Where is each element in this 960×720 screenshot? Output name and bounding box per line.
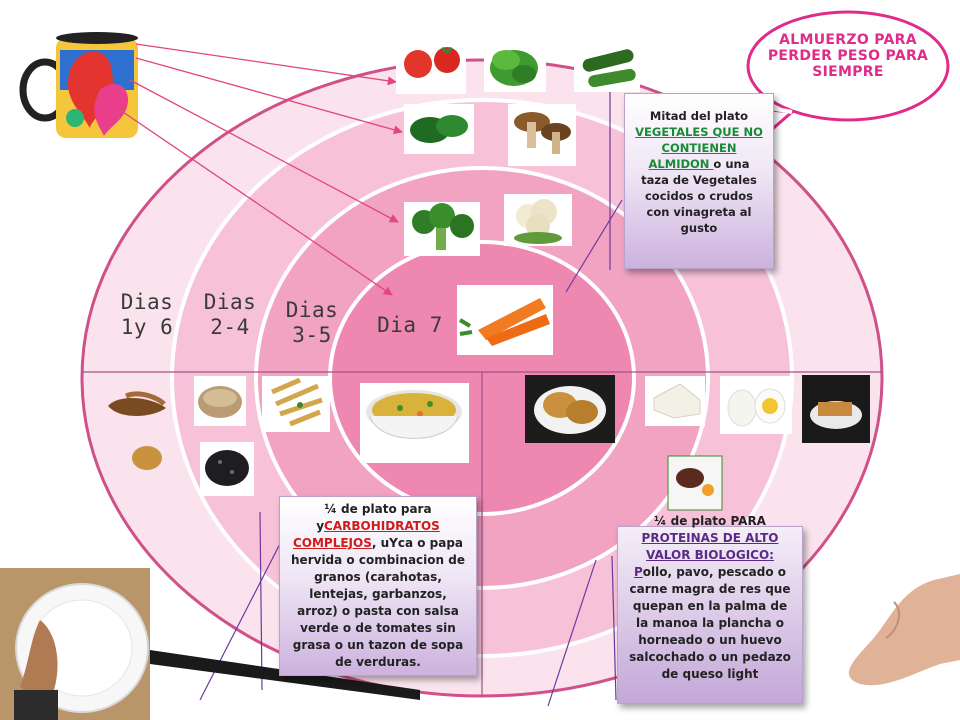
- carrot-icon: [457, 285, 553, 355]
- proteins-note-detail: ollo, pavo, pescado o carne magra de res…: [629, 565, 791, 681]
- callout-title: ALMUERZO PARA PERDER PESO PARA SIEMPRE: [767, 32, 929, 80]
- soup-icon: [360, 383, 469, 463]
- pasta-icon: [262, 376, 330, 432]
- broccoli-icon: [404, 202, 480, 256]
- cheese-icon: [645, 376, 705, 426]
- steak-icon: [667, 455, 723, 511]
- potato-icon: [132, 446, 162, 470]
- ring-label-outer: Dias 1y 6: [120, 290, 174, 339]
- lettuce-icon: [484, 40, 546, 92]
- cauliflower-icon: [504, 194, 572, 246]
- chicken-breast-icon: [525, 375, 615, 443]
- tomato-icon: [396, 44, 466, 94]
- cucumber-icon: [574, 44, 640, 92]
- ring-label-ring3: Dias 3-5: [285, 298, 339, 347]
- vegetables-note-detail: o una taza de Vegetales cocidos o crudos…: [641, 157, 757, 235]
- spinach-icon: [404, 104, 474, 154]
- carbs-note-intro: ¼ de plato para y: [316, 502, 432, 533]
- mushroom-icon: [508, 104, 576, 166]
- proteins-note-heading: ¼ de plato PARA: [654, 514, 766, 528]
- mug-image: [19, 32, 138, 138]
- rice-icon: [194, 376, 246, 426]
- yuca-icon: [108, 391, 166, 416]
- mug-arrows: [119, 43, 403, 296]
- fish-icon: [802, 375, 870, 443]
- beans-icon: [200, 442, 254, 496]
- carbs-note: ¼ de plato para yCARBOHIDRATOS COMPLEJOS…: [279, 496, 477, 676]
- vegetables-note-intro: Mitad del plato: [649, 109, 749, 123]
- egg-icon: [720, 376, 792, 434]
- ring-label-ring2: Dias 2-4: [203, 290, 257, 339]
- vegetables-note: Mitad del plato VEGETALES QUE NO CONTIEN…: [624, 93, 774, 269]
- hand-with-plate-image: [0, 568, 150, 720]
- carbs-note-detail: , uYca o papa hervida o combinacion de g…: [291, 536, 465, 669]
- vegetables-note-highlight: VEGETALES QUE NO CONTIENEN ALMIDON: [635, 125, 763, 171]
- proteins-note-first-letter: P: [633, 565, 643, 579]
- proteins-note-highlight: PROTEINAS DE ALTO VALOR BIOLOGICO:: [641, 531, 779, 562]
- open-hand-image: [848, 574, 960, 686]
- ring-label-center: Dia 7: [377, 313, 443, 337]
- carbs-note-highlight: CARBOHIDRATOS COMPLEJOS: [292, 519, 440, 550]
- proteins-note: ¼ de plato PARA PROTEINAS DE ALTO VALOR …: [617, 514, 803, 704]
